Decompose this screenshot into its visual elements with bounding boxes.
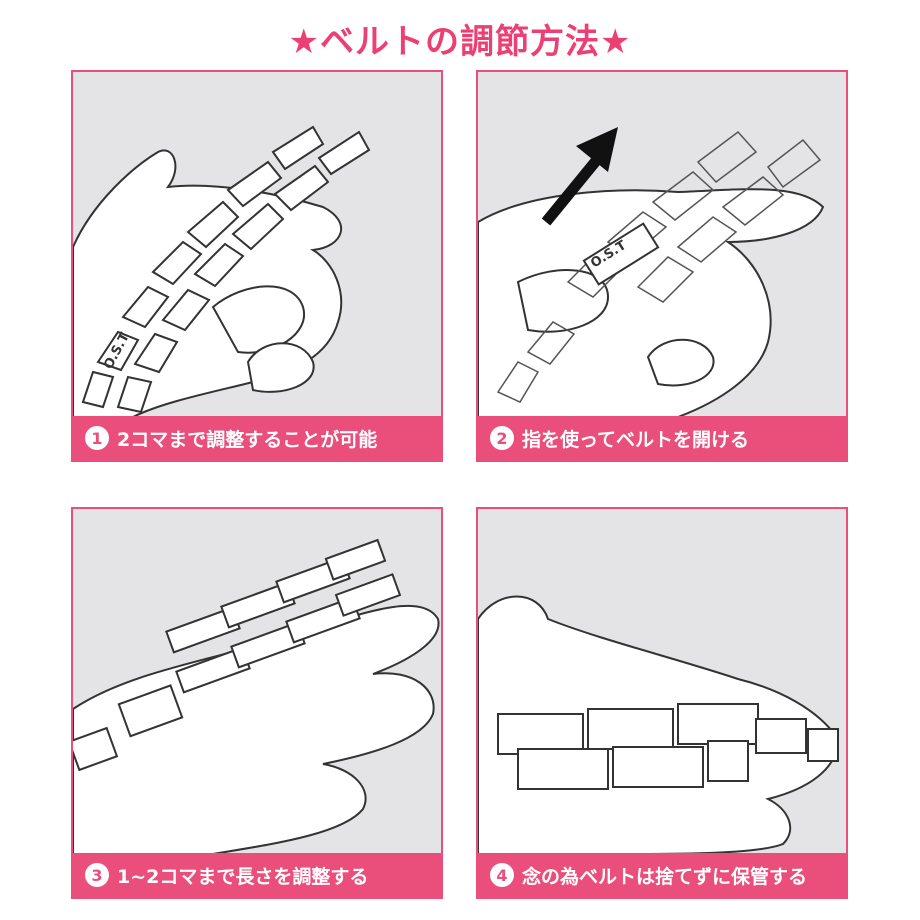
step-number-badge: 1: [85, 426, 109, 450]
step-number-badge: 4: [490, 863, 514, 887]
step-3-panel: 3 1~2コマまで長さを調整する: [71, 507, 443, 899]
step-caption: 指を使ってベルトを開ける: [522, 428, 750, 451]
step-caption: 2コマまで調整することが可能: [117, 428, 378, 451]
step-2-caption-bar: 2 指を使ってベルトを開ける: [478, 416, 846, 460]
step-2-panel: O.S.T 2 指を使ってベルトを開ける: [476, 70, 848, 462]
step-caption: 念の為ベルトは捨てずに保管する: [522, 865, 808, 888]
hand-holding-band-illustration: O.S.T: [73, 125, 371, 417]
fingers-opening-band-illustration: O.S.T: [478, 127, 825, 417]
step-number-badge: 2: [490, 426, 514, 450]
step-3-caption-bar: 3 1~2コマまで長さを調整する: [73, 853, 441, 897]
page-title: ★ベルトの調節方法★: [288, 22, 632, 62]
step-caption: 1~2コマまで長さを調整する: [117, 865, 369, 888]
adjusting-links-illustration: [73, 538, 440, 854]
step-4-panel: 4 念の為ベルトは捨てずに保管する: [476, 507, 848, 899]
up-right-arrow-icon: [541, 127, 618, 226]
step-1-caption-bar: 1 2コマまで調整することが可能: [73, 416, 441, 460]
spare-links-on-palm-illustration: [478, 595, 840, 854]
step-4-caption-bar: 4 念の為ベルトは捨てずに保管する: [478, 853, 846, 897]
step-1-panel: O.S.T 1 2コマまで調整することが可能: [71, 70, 443, 462]
step-number-badge: 3: [85, 863, 109, 887]
